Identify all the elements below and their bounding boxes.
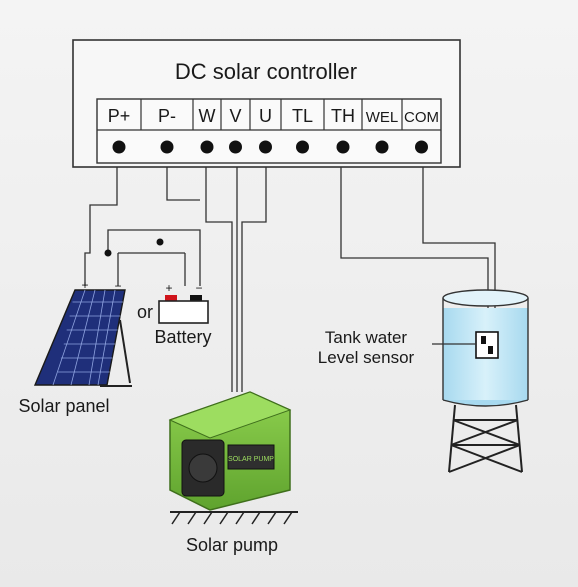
solar-panel-label: Solar panel bbox=[18, 396, 109, 416]
terminal-screw-tl bbox=[296, 140, 309, 154]
or-text: or bbox=[137, 302, 153, 322]
battery-body bbox=[158, 300, 209, 324]
solar-pump: SOLAR PUMP Solar pump bbox=[168, 391, 298, 555]
pump-label-plate bbox=[227, 444, 275, 470]
pump-outlet bbox=[188, 453, 218, 483]
terminal-screw-u bbox=[259, 140, 272, 154]
battery-label: Battery bbox=[154, 327, 211, 347]
terminal-screw-pplus bbox=[112, 140, 126, 154]
terminal-label-wel: WEL bbox=[366, 109, 399, 126]
terminal-label-v: V bbox=[229, 106, 241, 126]
controller-title: DC solar controller bbox=[175, 59, 357, 84]
battery-negative-terminal bbox=[190, 295, 202, 301]
ground-hatch bbox=[171, 511, 293, 525]
terminal-label-com: COM bbox=[404, 109, 439, 126]
panel-grid bbox=[52, 289, 123, 386]
pump-housing-text: SOLAR PUMP bbox=[228, 456, 274, 463]
terminal-label-tl: TL bbox=[292, 106, 313, 126]
level-sensor bbox=[475, 331, 499, 359]
terminal-label-u: U bbox=[259, 106, 272, 126]
terminal-label-w: W bbox=[199, 106, 216, 126]
terminal-screw-com bbox=[415, 140, 428, 154]
terminal-screw-v bbox=[229, 140, 242, 154]
battery-positive-terminal bbox=[165, 295, 177, 301]
battery-plus-label: + bbox=[165, 281, 172, 295]
water-tank: Tank water Level sensor bbox=[318, 289, 529, 473]
terminal-label-pplus: P+ bbox=[108, 106, 131, 126]
terminal-screw-w bbox=[200, 140, 214, 154]
solar-panel: + − Solar panel bbox=[18, 278, 132, 416]
tank-tower bbox=[448, 404, 523, 473]
terminal-label-pminus: P- bbox=[158, 106, 176, 126]
tank-label-line2: Level sensor bbox=[318, 348, 415, 367]
terminal-screw-th bbox=[336, 140, 350, 154]
terminal-screw-pminus bbox=[160, 140, 174, 154]
wire-junctions bbox=[104, 238, 164, 257]
terminal-screw-wel bbox=[375, 140, 389, 154]
terminal-label-th: TH bbox=[331, 106, 355, 126]
solar-pump-label: Solar pump bbox=[186, 535, 278, 555]
panel-plus-label: + bbox=[81, 278, 88, 292]
tank-label-line1: Tank water bbox=[325, 328, 408, 347]
tank-top bbox=[442, 289, 529, 307]
panel-minus-label: − bbox=[114, 279, 121, 293]
battery: or + − Battery bbox=[137, 281, 212, 347]
battery-minus-label: − bbox=[195, 281, 202, 295]
